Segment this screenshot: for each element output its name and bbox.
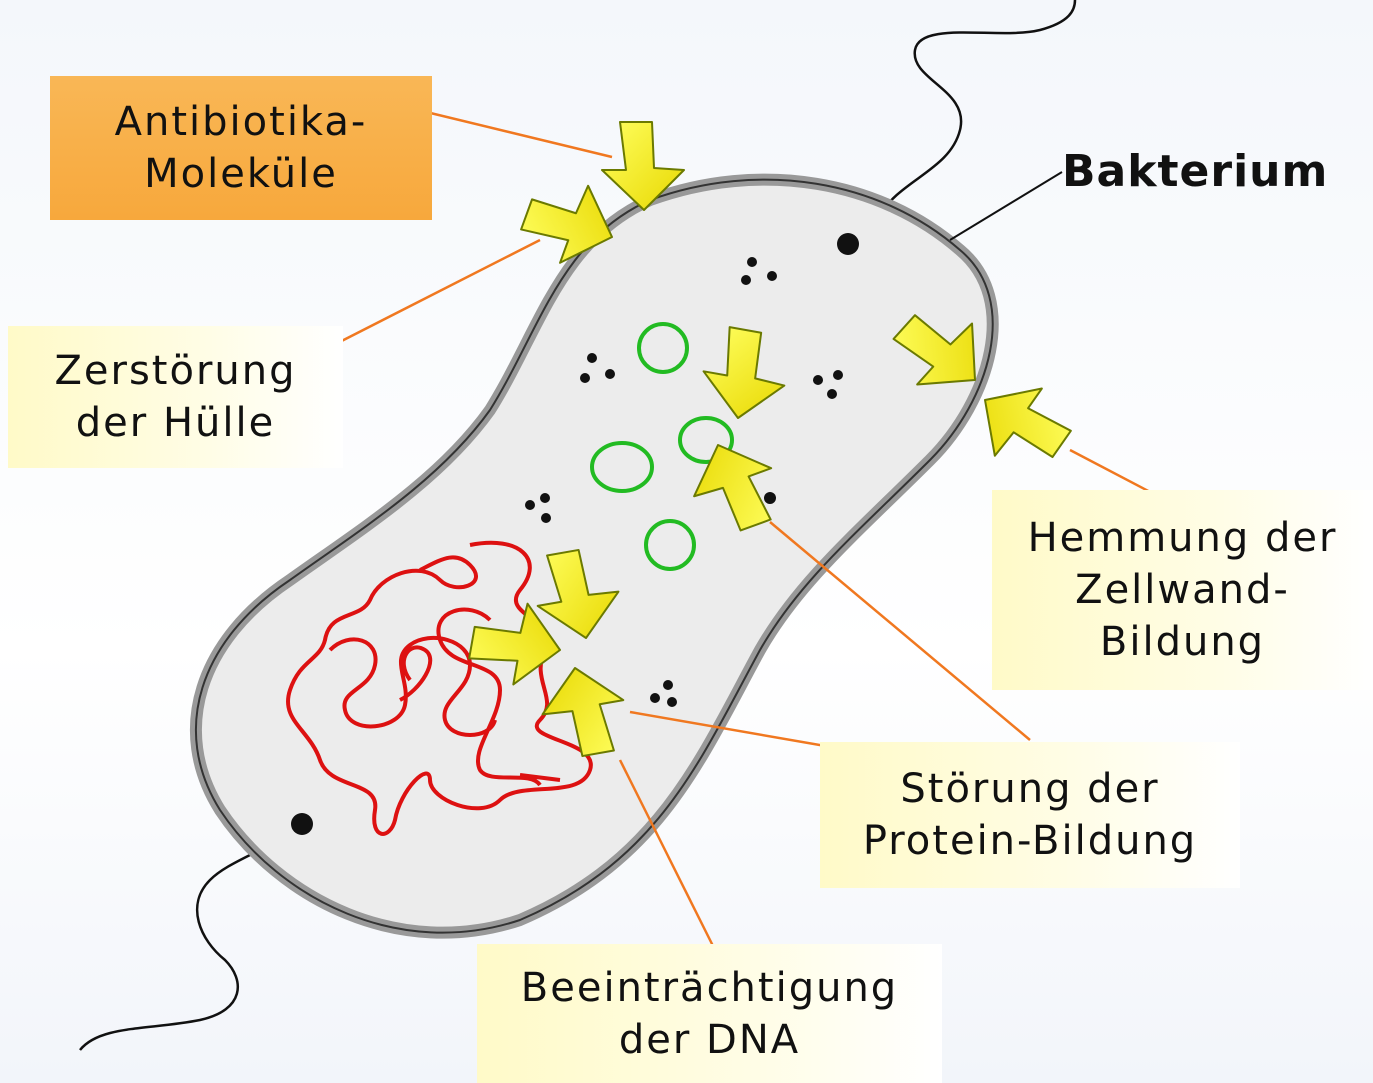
basal-body-bottom: [291, 813, 313, 835]
label-line: Störung der: [900, 763, 1159, 815]
label-line: Antibiotika-: [115, 96, 368, 148]
label-cellwall-inhibition: Hemmung der Zellwand- Bildung: [992, 490, 1373, 690]
basal-body-top: [837, 233, 859, 255]
label-membrane-destruction: Zerstörung der Hülle: [8, 326, 343, 468]
label-line: der DNA: [619, 1014, 800, 1066]
label-dna-impairment: Beeinträchtigung der DNA: [477, 944, 942, 1083]
label-line: Zerstörung: [55, 345, 297, 397]
label-protein-disruption: Störung der Protein-Bildung: [820, 742, 1240, 888]
label-line: Moleküle: [144, 148, 338, 200]
diagram-title: Bakterium: [1062, 146, 1328, 197]
label-line: Bildung: [1100, 616, 1265, 668]
label-line: Zellwand-: [1075, 564, 1290, 616]
label-line: Hemmung der: [1028, 512, 1338, 564]
label-line: Beeinträchtigung: [521, 962, 898, 1014]
label-antibiotics: Antibiotika- Moleküle: [50, 76, 432, 220]
label-line: der Hülle: [76, 397, 275, 449]
label-line: Protein-Bildung: [863, 815, 1197, 867]
bakterium-leader-line: [950, 172, 1062, 240]
